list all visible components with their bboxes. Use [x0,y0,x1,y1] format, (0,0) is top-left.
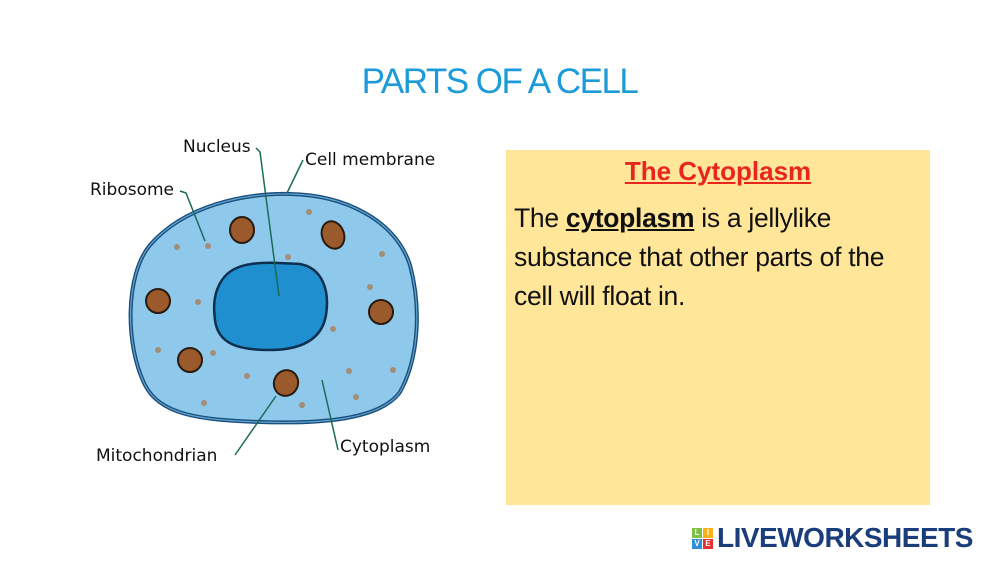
logo-letter: L [692,527,702,538]
logo-text: LIVEWORKSHEETS [717,522,973,553]
cell-diagram: Nucleus Cell membrane Ribosome Mitochond… [90,137,435,466]
logo-letter: E [703,538,713,549]
logo-letter: V [692,538,702,549]
liveworksheets-logo: L I V E LIVEWORKSHEETS [692,522,973,554]
logo-letter: I [703,527,713,538]
label-mitochondrian: Mitochondrian [96,446,217,466]
note-box: The Cytoplasm The cytoplasm is a jellyli… [506,150,930,505]
note-heading: The Cytoplasm [624,156,812,186]
leader-lines [179,147,339,456]
logo-icon: L I V E [692,527,713,549]
label-nucleus: Nucleus [183,137,251,157]
note-text-start: The [514,203,566,233]
note-term: cytoplasm [565,203,695,233]
ribosomes [155,209,396,408]
label-cytoplasm: Cytoplasm [340,437,430,457]
nucleus [212,261,329,352]
page-title: PARTS OF A CELL [361,62,639,101]
note-text: The cytoplasm is a jellylike substance t… [514,199,922,316]
note-text-end: is a jellylike substance that other part… [514,203,885,311]
label-cell-membrane: Cell membrane [305,150,435,170]
label-ribosome: Ribosome [90,180,174,200]
mitochondria [145,216,394,397]
